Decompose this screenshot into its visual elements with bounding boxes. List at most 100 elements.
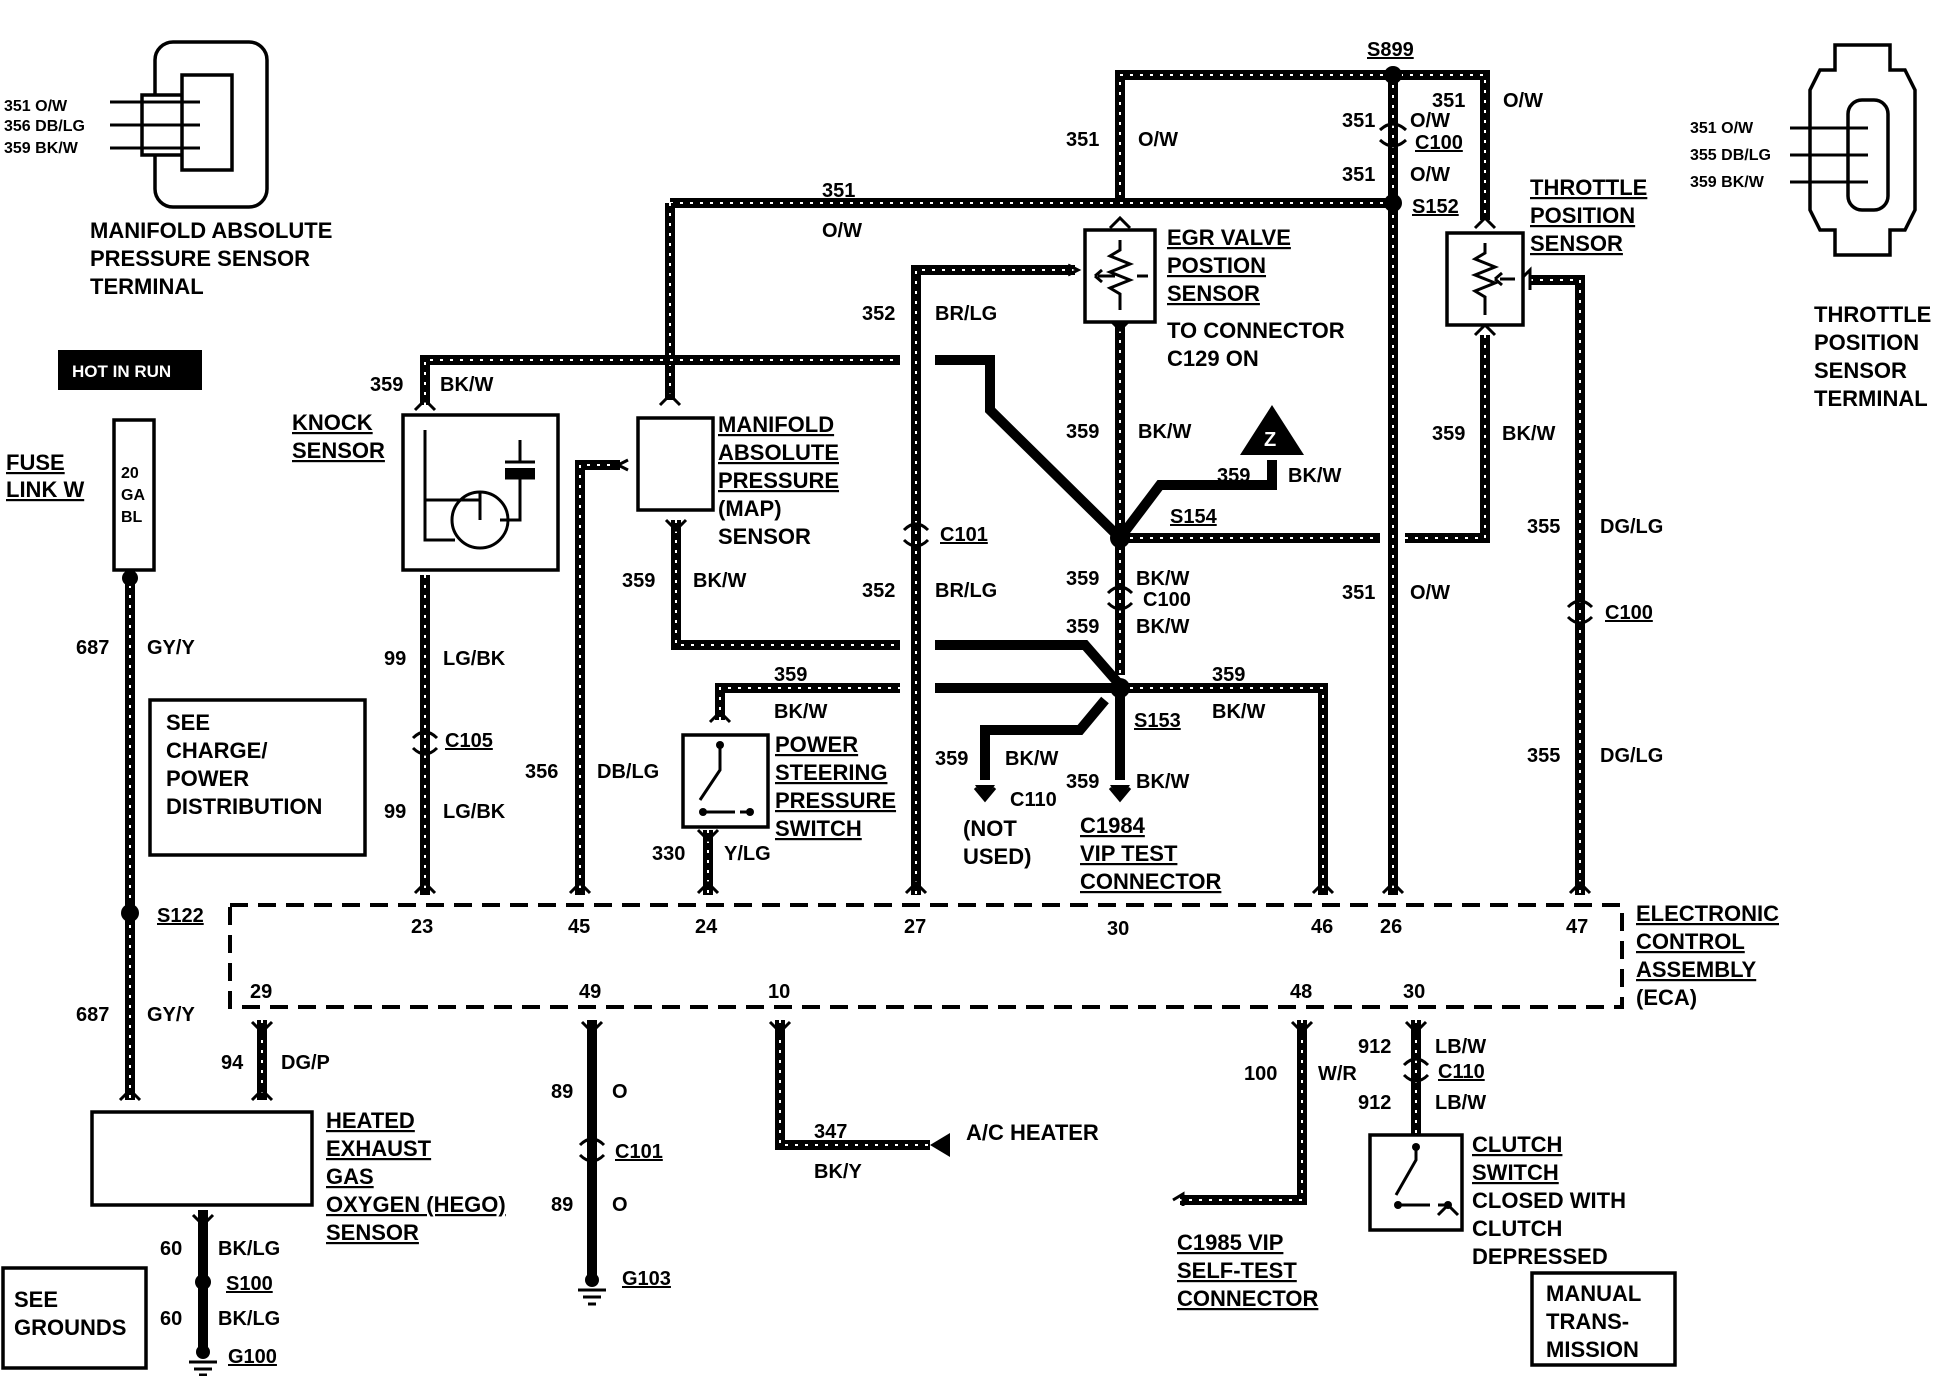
wire-359-s153-left [935,640,1124,689]
wire-label-ow-c: O/W [1410,110,1450,132]
wire-label-brlg-b: BR/LG [935,580,997,602]
wire-label-ow-b: O/W [1503,90,1543,112]
see-grounds-text-2: GROUNDS [14,1315,126,1340]
wire-label-359-g: 359 [1066,616,1099,638]
ac-heater-arrow [930,1133,950,1157]
fuse-bottom-dot [122,570,138,586]
map-terminal-pin-2: 356 DB/LG [4,118,85,135]
tps-terminal-pin-3: 359 BK/W [1690,174,1765,191]
eca-pin-30-top: 30 [1107,918,1129,940]
wire-label-60-b: 60 [160,1308,182,1330]
ps-switch-label-3: PRESSURE [775,788,896,813]
eca-pin-45: 45 [568,916,590,938]
ground-g103: G103 [622,1268,671,1290]
wire-100 [1180,1020,1307,1205]
ground-g100-icon [189,1345,217,1376]
tps-sensor-label-3: SENSOR [1530,231,1623,256]
not-used-label-1: (NOT [963,816,1017,841]
c101-mark-89 [578,1137,606,1163]
wire-label-bkw-d: BK/W [1502,423,1555,445]
egr-sensor-label-3: SENSOR [1167,281,1260,306]
c105-mark-99 [411,730,439,756]
tps-terminal-caption-4: TERMINAL [1814,386,1928,411]
wire-label-lgbk-b: LG/BK [443,801,506,823]
wire-label-99-b: 99 [384,801,406,823]
wire-label-bkw-k: BK/W [1136,771,1189,793]
map-sensor-label-2: ABSOLUTE [718,440,839,465]
splice-dot-s153 [1110,678,1130,698]
see-charge-text-3: POWER [166,766,249,791]
wire-label-351-c: 351 [1342,110,1375,132]
vip-self-test-label-1: C1985 VIP [1177,1230,1283,1255]
wire-label-dgp: DG/P [281,1052,330,1074]
tps-terminal-caption-3: SENSOR [1814,358,1907,383]
egr-note-2: C129 ON [1167,346,1259,371]
splice-s899: S899 [1367,39,1414,61]
eca-pin-10: 10 [768,981,790,1003]
wire-label-359-c: 359 [1217,465,1250,487]
tps-sensor-label-2: POSITION [1530,203,1635,228]
splice-s154: S154 [1170,506,1218,528]
ac-heater-label: A/C HEATER [966,1120,1099,1145]
vip-self-test-label-3: CONNECTOR [1177,1286,1318,1311]
eca-label-2: CONTROL [1636,929,1745,954]
map-sensor-label-4: (MAP) [718,496,782,521]
wire-label-bkw-a: BK/W [440,374,493,396]
wire-label-bkw-e: BK/W [693,570,746,592]
fuse-link-label-1: FUSE [6,450,65,475]
wire-label-359-k: 359 [1066,771,1099,793]
hot-in-run-box [58,350,202,390]
wire-label-359-f: 359 [1066,568,1099,590]
egr-sensor-label-1: EGR VALVE [1167,225,1291,250]
eca-label-1: ELECTRONIC [1636,901,1779,926]
wire-label-bklg-b: BK/LG [218,1308,280,1330]
splice-s122: S122 [157,905,204,927]
see-grounds-box [1,1266,148,1370]
wire-label-100: 100 [1244,1063,1277,1085]
wire-label-351-a: 351 [1066,129,1099,151]
wire-355 [1530,275,1585,895]
map-terminal-caption-2: PRESSURE SENSOR [90,246,310,271]
splice-s153: S153 [1134,710,1181,732]
wire-359-c110 [980,696,1109,780]
clutch-switch-label-5: DEPRESSED [1472,1244,1608,1269]
wire-label-ow-a: O/W [1138,129,1178,151]
clutch-switch-label-4: CLUTCH [1472,1216,1562,1241]
wire-label-bkw-i: BK/W [1212,701,1265,723]
map-sensor-label-1: MANIFOLD [718,412,834,437]
eca-pin-47: 47 [1566,916,1588,938]
fuse-link-label-2: LINK W [6,477,84,502]
map-terminal-pin-1: 351 O/W [4,98,68,115]
hego-label-2: EXHAUST [326,1136,432,1161]
knock-sensor-label-1: KNOCK [292,410,373,435]
wire-label-351-f: 351 [1342,582,1375,604]
wire-label-ow-f: O/W [1410,582,1450,604]
wire-label-bkw-h: BK/W [774,701,827,723]
see-charge-text-2: CHARGE/ [166,738,267,763]
vip-test-label-3: CONNECTOR [1080,869,1221,894]
wire-label-lgbk-a: LG/BK [443,648,506,670]
tps-sensor-label-1: THROTTLE [1530,175,1647,200]
manual-trans-label-1: MANUAL [1546,1281,1641,1306]
ground-g100: G100 [228,1346,277,1368]
splice-dot-s100 [195,1274,211,1290]
egr-sensor-label-2: POSTION [1167,253,1266,278]
tps-terminal-caption-2: POSITION [1814,330,1919,355]
eca-pin-49: 49 [579,981,601,1003]
wires [125,70,1585,1355]
wire-label-dglg-a: DG/LG [1600,516,1663,538]
eca-box [228,903,1624,1009]
eca-pin-24: 24 [695,916,718,938]
wire-label-wr: W/R [1318,1063,1357,1085]
wire-label-bky: BK/Y [814,1161,862,1183]
wire-label-bklg-a: BK/LG [218,1238,280,1260]
wire-label-359-e: 359 [622,570,655,592]
wire-label-330: 330 [652,843,685,865]
wire-label-lbw-b: LB/W [1435,1092,1486,1114]
ps-switch-label-4: SWITCH [775,816,862,841]
connector-c105: C105 [445,730,493,752]
map-terminal-caption-3: TERMINAL [90,274,204,299]
eca-label-3: ASSEMBLY [1636,957,1757,982]
wire-label-347: 347 [814,1121,847,1143]
